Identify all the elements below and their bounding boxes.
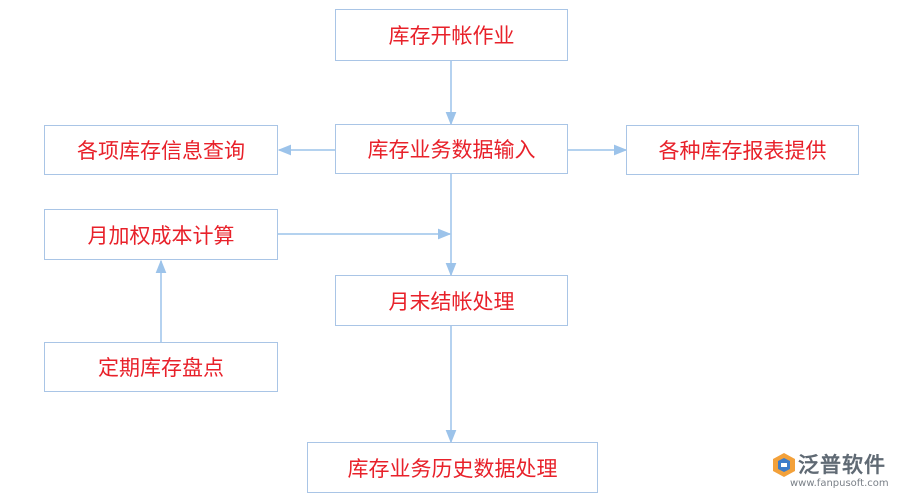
logo-name: 泛普软件 [798,453,886,477]
node-stock-count: 定期库存盘点 [44,342,278,392]
node-business-data-input: 库存业务数据输入 [335,124,568,174]
node-history-processing: 库存业务历史数据处理 [307,442,598,493]
node-inventory-query: 各项库存信息查询 [44,125,278,175]
node-weighted-cost: 月加权成本计算 [44,209,278,260]
logo-mark-icon [773,453,795,477]
brand-logo: 泛普软件 www.fanpusoft.com [770,449,896,495]
logo-url: www.fanpusoft.com [790,478,889,489]
node-month-end-close: 月末结帐处理 [335,275,568,326]
node-inventory-opening: 库存开帐作业 [335,9,568,61]
node-inventory-reports: 各种库存报表提供 [626,125,859,175]
